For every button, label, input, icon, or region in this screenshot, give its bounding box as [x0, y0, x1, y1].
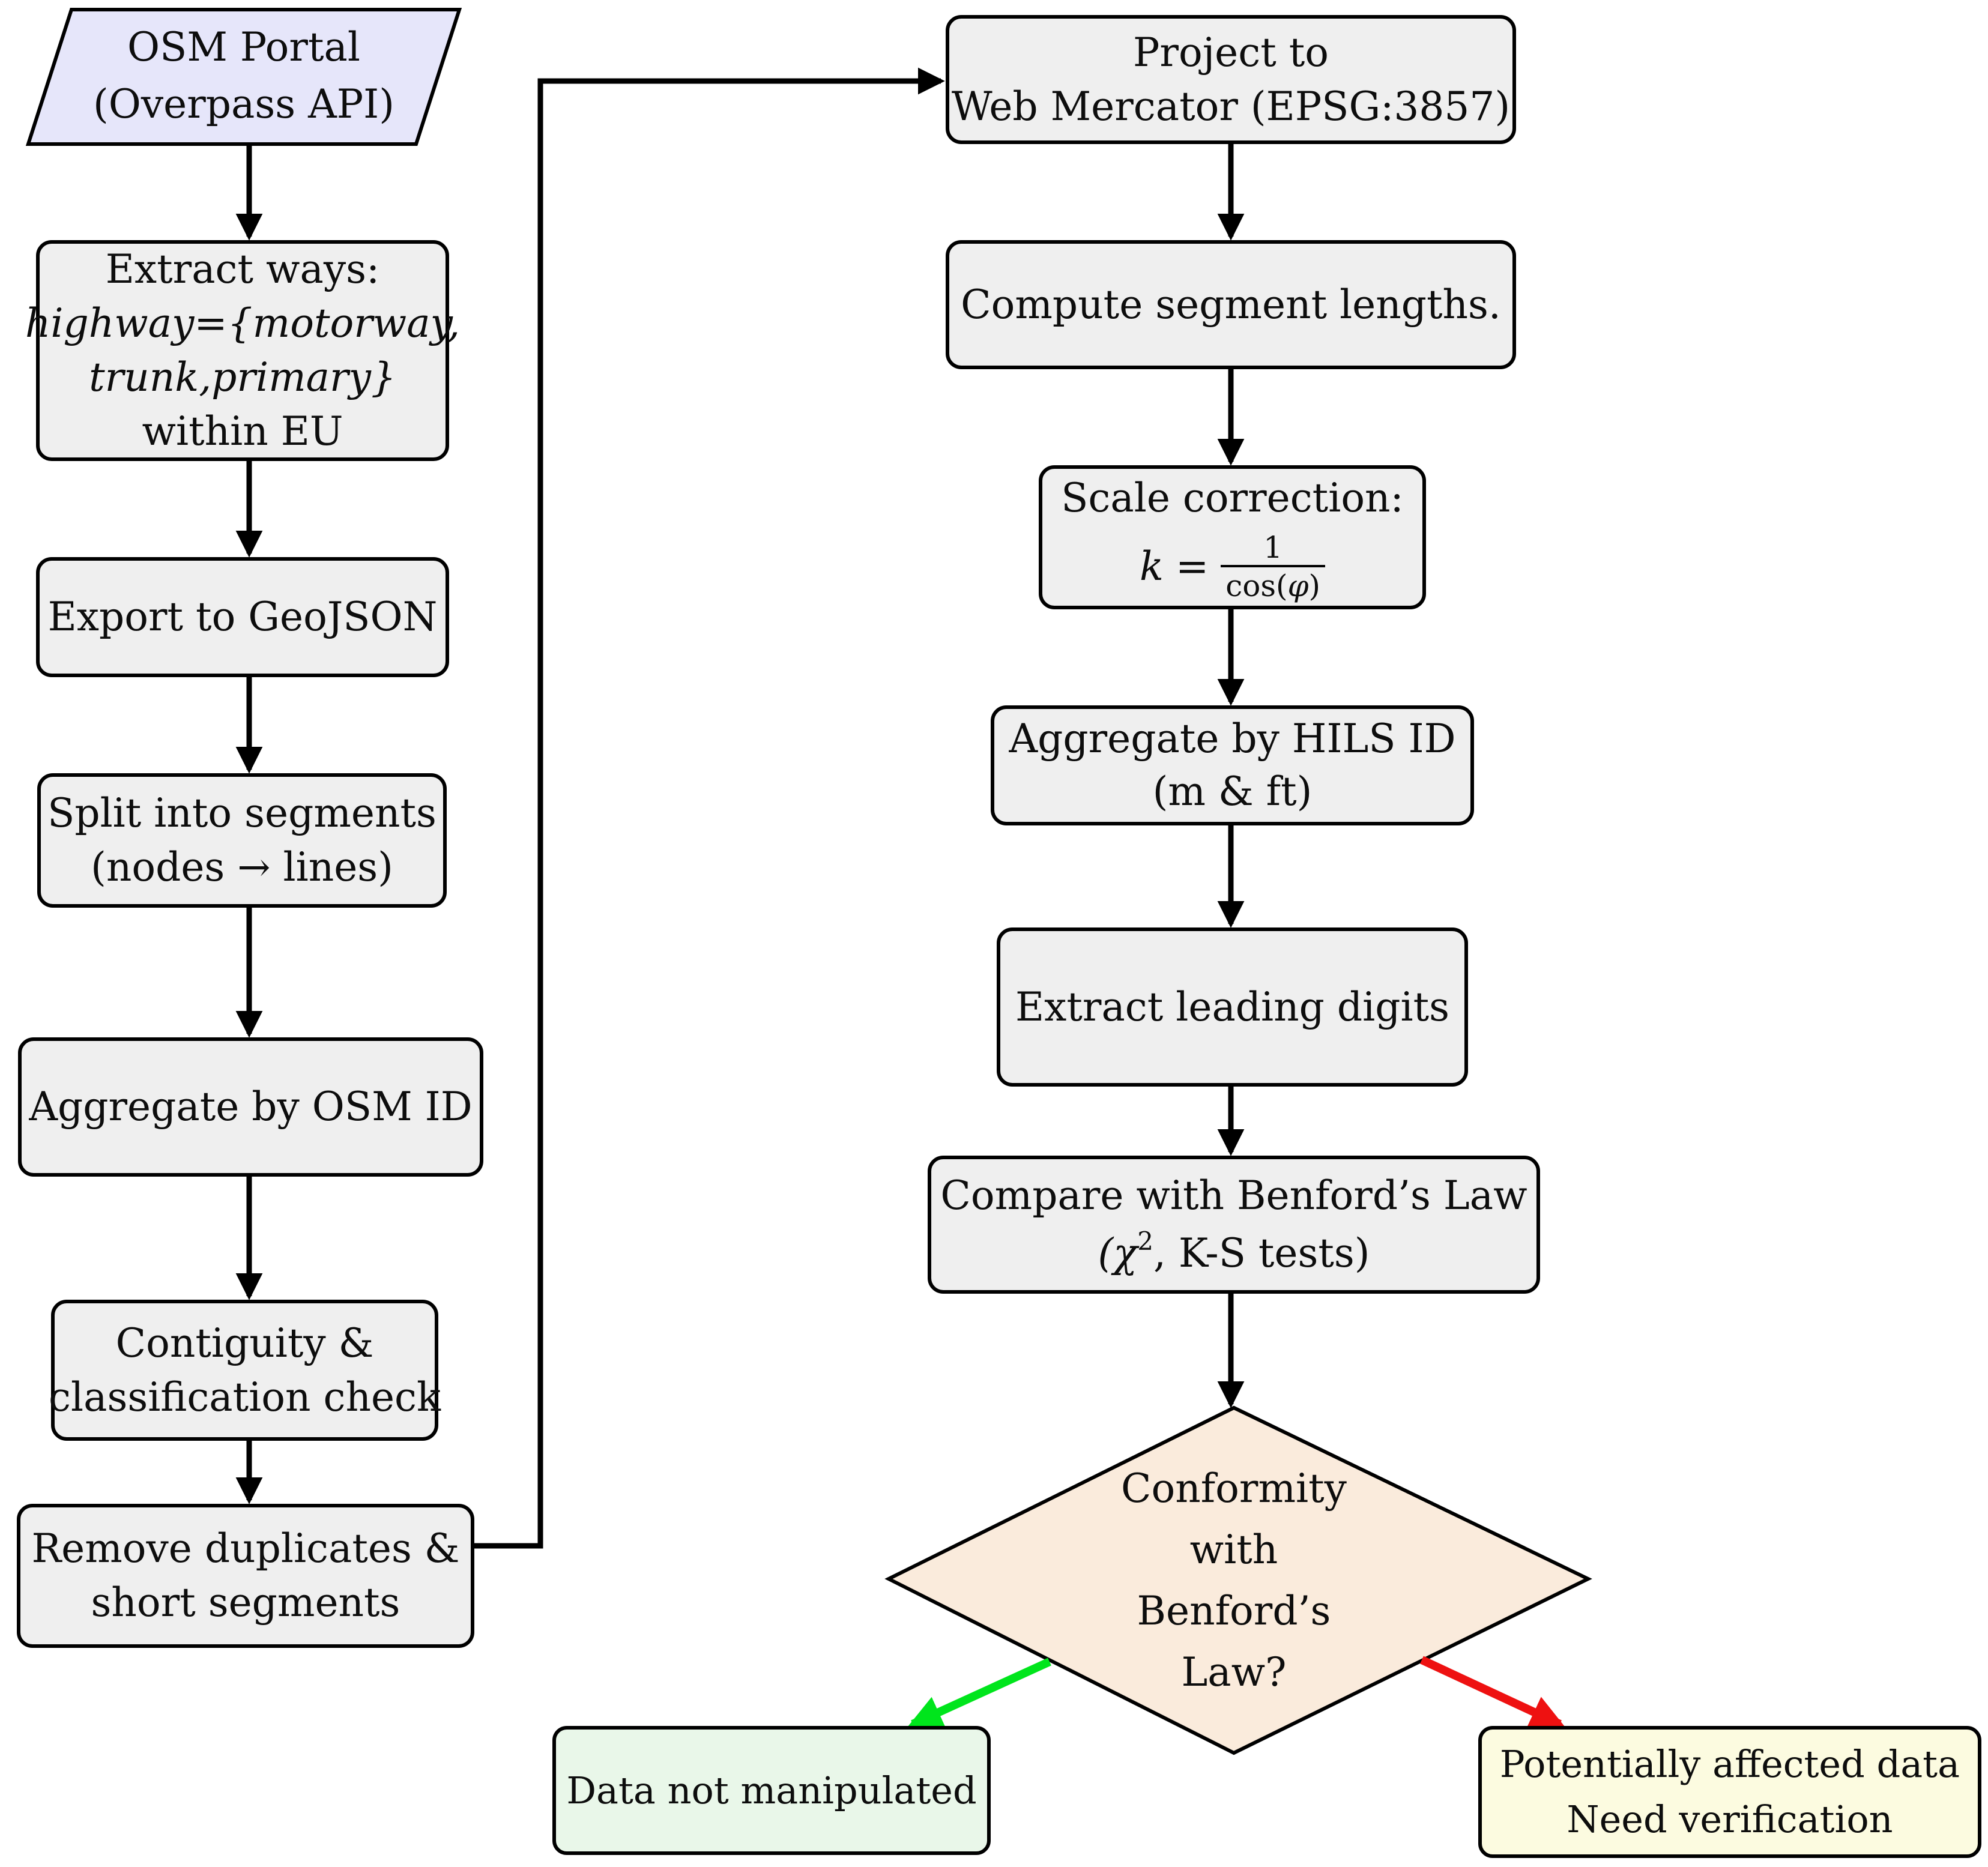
- osm-portal-parallelogram-shape: [25, 8, 462, 146]
- outcome-warn-line2: Need verification: [1567, 1797, 1893, 1841]
- compare-chi: (χ: [1098, 1230, 1138, 1276]
- node-aggregate-osm-id: Aggregate by OSM ID: [18, 1037, 483, 1177]
- compare-benford-line1: Compare with Benford’s Law: [940, 1172, 1527, 1219]
- split-segments-line2: (nodes → lines): [91, 844, 393, 890]
- node-osm-portal: OSM Portal (Overpass API): [52, 17, 436, 134]
- formula-cos: cos(: [1225, 569, 1288, 603]
- remove-duplicates-line2: short segments: [91, 1579, 400, 1626]
- extract-ways-line3: trunk,primary}: [89, 354, 396, 400]
- aggregate-hils-line2: (m & ft): [1152, 768, 1313, 815]
- decision-line3: Benford’s: [1137, 1587, 1331, 1634]
- scale-correction-label: Scale correction:: [1061, 475, 1404, 521]
- project-mercator-line1: Project to: [1133, 29, 1329, 76]
- node-aggregate-hils: Aggregate by HILS ID (m & ft): [991, 705, 1474, 825]
- scale-correction-formula: k = 1 cos(φ): [1139, 530, 1326, 603]
- node-extract-digits: Extract leading digits: [997, 927, 1468, 1087]
- compare-tests: , K-S tests): [1153, 1230, 1370, 1276]
- formula-equals: =: [1175, 543, 1209, 590]
- extract-ways-line1: Extract ways:: [105, 246, 380, 292]
- compute-lengths-label: Compute segment lengths.: [961, 281, 1501, 328]
- connector-remove-to-project: [474, 67, 945, 1549]
- node-compute-lengths: Compute segment lengths.: [946, 240, 1516, 369]
- formula-denominator: cos(φ): [1221, 565, 1326, 603]
- node-compare-benford: Compare with Benford’s Law (χ2, K-S test…: [928, 1156, 1540, 1294]
- compare-chi-sup: 2: [1137, 1226, 1153, 1256]
- node-export-geojson: Export to GeoJSON: [36, 557, 449, 677]
- split-segments-line1: Split into segments: [47, 790, 437, 836]
- formula-numerator: 1: [1263, 530, 1283, 565]
- project-mercator-line2: Web Mercator (EPSG:3857): [951, 83, 1511, 130]
- node-contiguity-check: Contiguity & classification check: [49, 1300, 441, 1441]
- node-remove-duplicates: Remove duplicates & short segments: [17, 1504, 474, 1648]
- formula-paren: ): [1308, 569, 1321, 603]
- decision-line2: with: [1189, 1526, 1278, 1573]
- remove-duplicates-line1: Remove duplicates &: [31, 1525, 460, 1572]
- contiguity-line2: classification check: [49, 1374, 441, 1420]
- decision-no-red-arrow: [1420, 1656, 1565, 1728]
- decision-diamond-shape: [884, 1405, 1592, 1755]
- osm-portal-line2: (Overpass API): [93, 80, 394, 127]
- node-split-segments: Split into segments (nodes → lines): [37, 773, 447, 908]
- formula-phi: φ: [1287, 569, 1309, 603]
- node-outcome-ok: Data not manipulated: [552, 1726, 991, 1855]
- export-geojson-label: Export to GeoJSON: [47, 594, 438, 640]
- extract-digits-label: Extract leading digits: [1015, 983, 1449, 1030]
- node-project-mercator: Project to Web Mercator (EPSG:3857): [946, 15, 1516, 144]
- contiguity-line1: Contiguity &: [115, 1320, 374, 1366]
- outcome-ok-label: Data not manipulated: [566, 1768, 977, 1812]
- formula-fraction: 1 cos(φ): [1221, 530, 1326, 603]
- node-scale-correction: Scale correction: k = 1 cos(φ): [1039, 465, 1426, 609]
- extract-ways-line4: within EU: [142, 408, 343, 454]
- outcome-warn-line1: Potentially affected data: [1499, 1742, 1960, 1786]
- decision-yes-green-arrow: [908, 1657, 1051, 1728]
- node-outcome-warn: Potentially affected data Need verificat…: [1478, 1726, 1981, 1858]
- aggregate-hils-line1: Aggregate by HILS ID: [1009, 716, 1456, 762]
- decision-line1: Conformity: [1121, 1465, 1347, 1512]
- aggregate-osm-id-label: Aggregate by OSM ID: [29, 1084, 473, 1130]
- compare-benford-line2: (χ2, K-S tests): [1098, 1225, 1370, 1282]
- node-extract-ways: Extract ways: highway={motorway, trunk,p…: [25, 240, 460, 461]
- extract-ways-line2: highway={motorway,: [25, 300, 461, 346]
- osm-portal-line1: OSM Portal: [127, 23, 360, 70]
- decision-line4: Law?: [1181, 1648, 1287, 1695]
- formula-k: k: [1139, 543, 1164, 590]
- node-decision-conformity: Conformity with Benford’s Law?: [994, 1459, 1474, 1702]
